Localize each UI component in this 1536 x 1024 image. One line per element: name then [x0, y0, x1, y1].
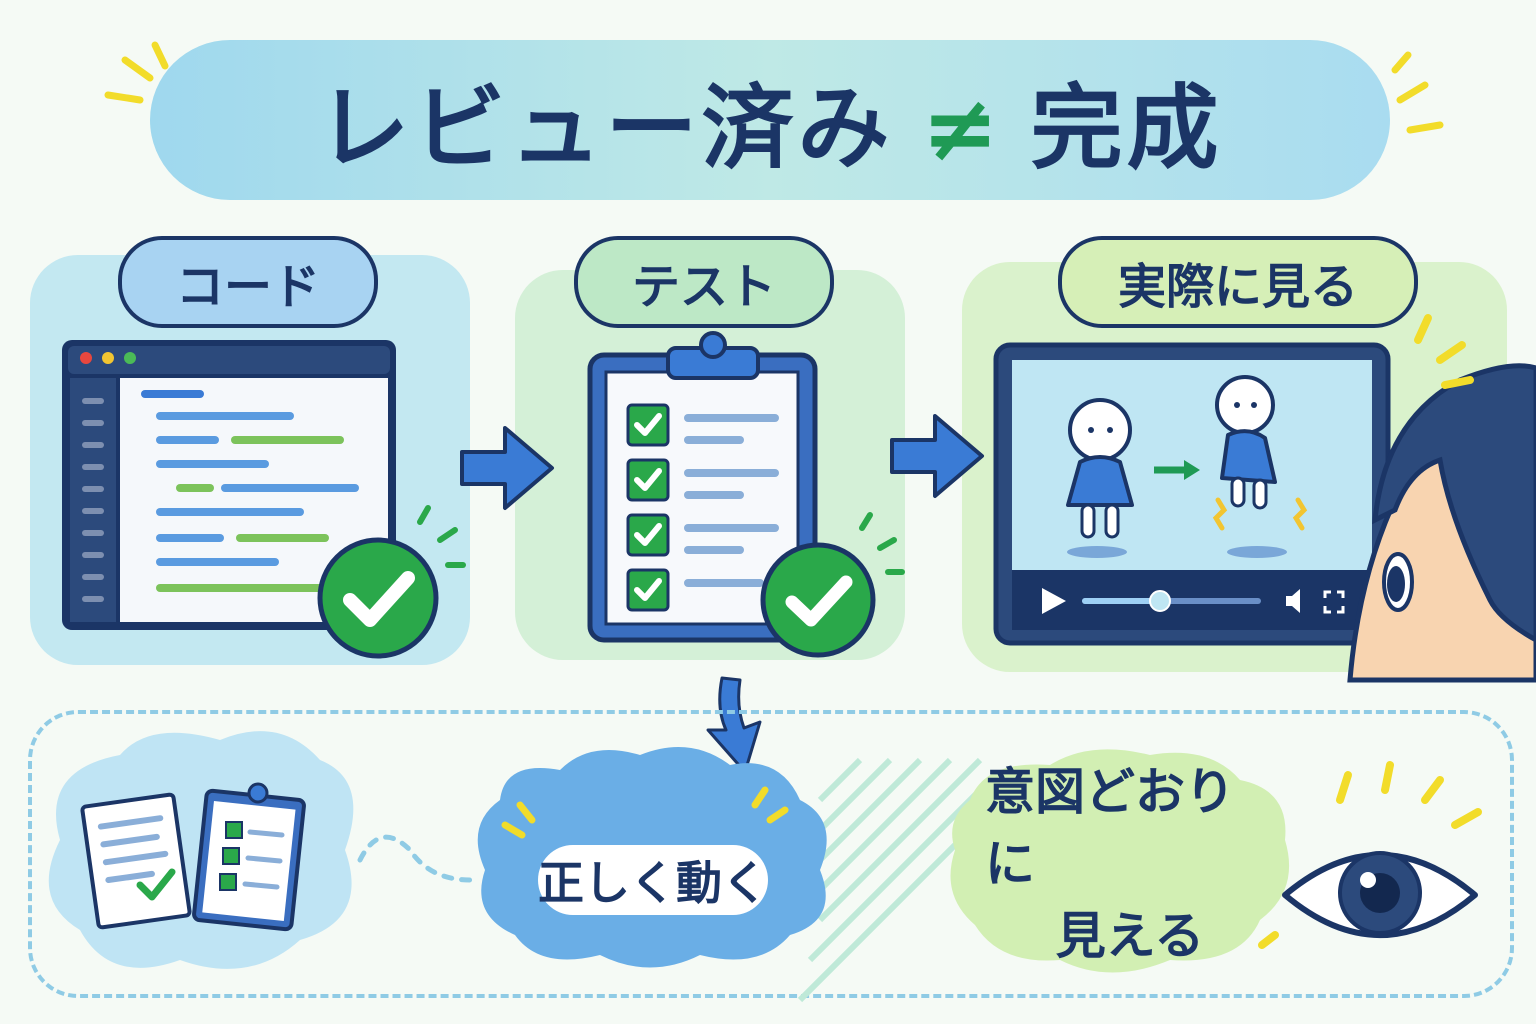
outcome-frame: [28, 710, 1514, 998]
figure-after-icon: [1212, 375, 1308, 558]
sparkle-icon: [1414, 314, 1474, 389]
title-banner: レビュー済み≠完成: [150, 40, 1390, 200]
clipboard-checkbox-icon: [626, 403, 670, 612]
step-pill-code: コード: [118, 236, 378, 328]
works-label-bg: [538, 845, 768, 915]
arrow-down-icon: [706, 676, 762, 774]
dotted-connector: [357, 834, 473, 883]
looks-cloud: [950, 749, 1290, 973]
title-left: レビュー済み: [317, 74, 894, 182]
document-icon: [80, 792, 192, 930]
code-check-icon: [317, 505, 466, 659]
step-label-view: 実際に見る: [1117, 259, 1358, 315]
video-player-icon: [993, 342, 1391, 646]
documents-cloud: [48, 731, 354, 969]
test-check-icon: [760, 512, 905, 658]
sparkle-left-icon: [104, 41, 169, 104]
works-label: 正しく動く: [538, 856, 768, 910]
not-equal-symbol: ≠: [921, 74, 1003, 182]
viewer-face-icon: [1347, 314, 1536, 683]
fullscreen-icon: [1323, 590, 1345, 614]
arrow-right-icon: [890, 414, 984, 498]
sparkle-right-icon: [1391, 51, 1444, 134]
eye-icon: [1258, 761, 1482, 949]
title-right: 完成: [1030, 74, 1223, 182]
arrow-right-icon: [460, 426, 554, 510]
step-label-test: テスト: [631, 259, 776, 315]
step-label-code: コード: [175, 259, 320, 315]
green-arrow-icon: [1154, 460, 1200, 480]
step-pill-view: 実際に見る: [1058, 236, 1418, 328]
step-pill-test: テスト: [574, 236, 834, 328]
sparkle-icon: [501, 786, 789, 839]
mini-clipboard-icon: [192, 782, 306, 932]
page-title: レビュー済み≠完成: [317, 54, 1222, 187]
looks-label: 意図どおりに 見える: [985, 763, 1275, 965]
figure-before-icon: [1066, 398, 1134, 558]
sparkle-icon: [1258, 761, 1482, 949]
works-cloud: [477, 747, 827, 968]
looks-label-line2: 見える: [1055, 907, 1205, 965]
looks-label-line1: 意図どおりに: [985, 763, 1235, 893]
